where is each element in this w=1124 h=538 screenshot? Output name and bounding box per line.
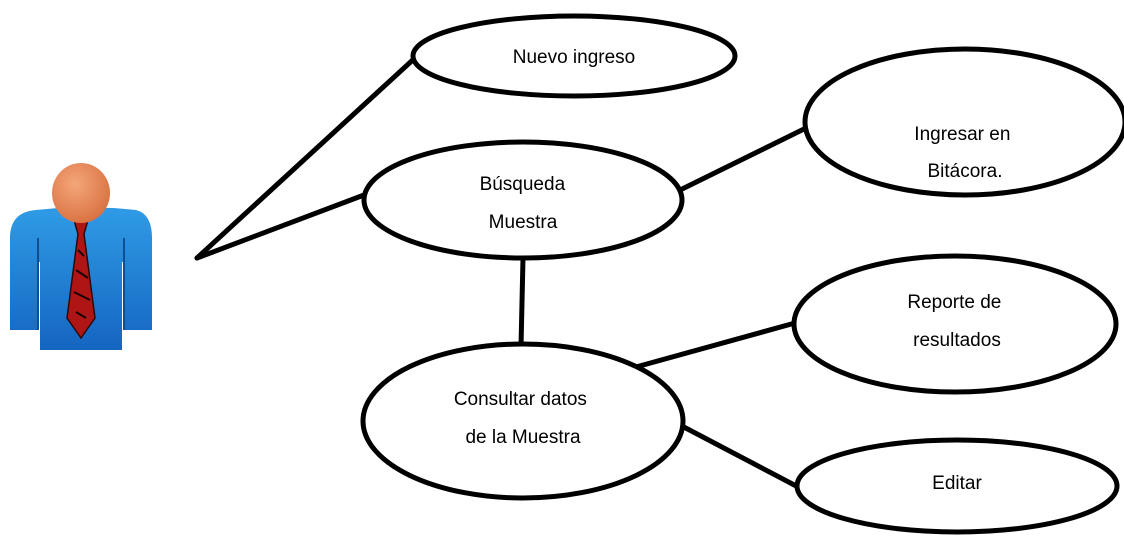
svg-text:Nuevo ingreso: Nuevo ingreso xyxy=(513,47,636,68)
use-case-editar[interactable]: Editar xyxy=(794,437,1120,535)
edge-actor-nuevo-ingreso xyxy=(194,54,419,261)
actor-tie xyxy=(66,219,96,340)
edge-busqueda-bitacora xyxy=(671,125,809,196)
use-case-shape xyxy=(794,437,1120,535)
edge-consultar-editar xyxy=(677,422,803,491)
edge-consultar-reporte xyxy=(633,320,798,370)
use-case-shape xyxy=(791,253,1119,395)
use-case-label: Nuevo ingreso xyxy=(513,47,636,68)
use-case-shape xyxy=(410,13,738,99)
svg-text:Ingresar en Bitácora.: Ingresar en Bitácora. xyxy=(914,124,1015,182)
associations xyxy=(194,54,809,491)
use-case-shape xyxy=(360,341,686,501)
use-case-shape xyxy=(361,139,685,261)
edge-busqueda-consultar xyxy=(518,255,526,350)
svg-text:Reporte de resultados: Reporte de resultados xyxy=(907,292,1006,351)
use-case-label-line-2: de la Muestra xyxy=(465,427,581,448)
use-case-label-line-1: Reporte de xyxy=(907,292,1001,313)
use-case-label-line-1: Consultar datos xyxy=(454,389,587,410)
actor-head xyxy=(52,163,110,223)
use-case-label: Editar xyxy=(932,473,982,494)
use-case-nuevo-ingreso[interactable]: Nuevo ingreso xyxy=(410,13,738,99)
use-case-label-line-2: resultados xyxy=(913,330,1001,351)
use-case-consultar-datos[interactable]: Consultar datos de la Muestra xyxy=(360,341,686,501)
use-case-shape xyxy=(802,46,1124,198)
use-case-reporte-resultados[interactable]: Reporte de resultados xyxy=(791,253,1119,395)
svg-text:Búsqueda Muestra: Búsqueda Muestra xyxy=(480,174,571,233)
businessman-icon xyxy=(10,163,152,350)
svg-text:Consultar datos de la Mu: Consultar datos de la Muestra xyxy=(454,389,592,448)
svg-text:Editar: Editar xyxy=(932,473,982,494)
actor-tie-pattern xyxy=(73,249,91,319)
edge-actor-busqueda-muestra xyxy=(194,192,367,261)
use-case-label-line-2: Muestra xyxy=(489,212,558,233)
use-case-label-line-1: Búsqueda xyxy=(480,174,566,195)
use-case-label-line-2: Bitácora. xyxy=(928,161,1003,182)
use-case-ingresar-bitacora[interactable]: Ingresar en Bitácora. xyxy=(802,46,1124,198)
use-case-busqueda-muestra[interactable]: Búsqueda Muestra xyxy=(361,139,685,261)
use-case-label-line-1: Ingresar en xyxy=(914,124,1010,145)
